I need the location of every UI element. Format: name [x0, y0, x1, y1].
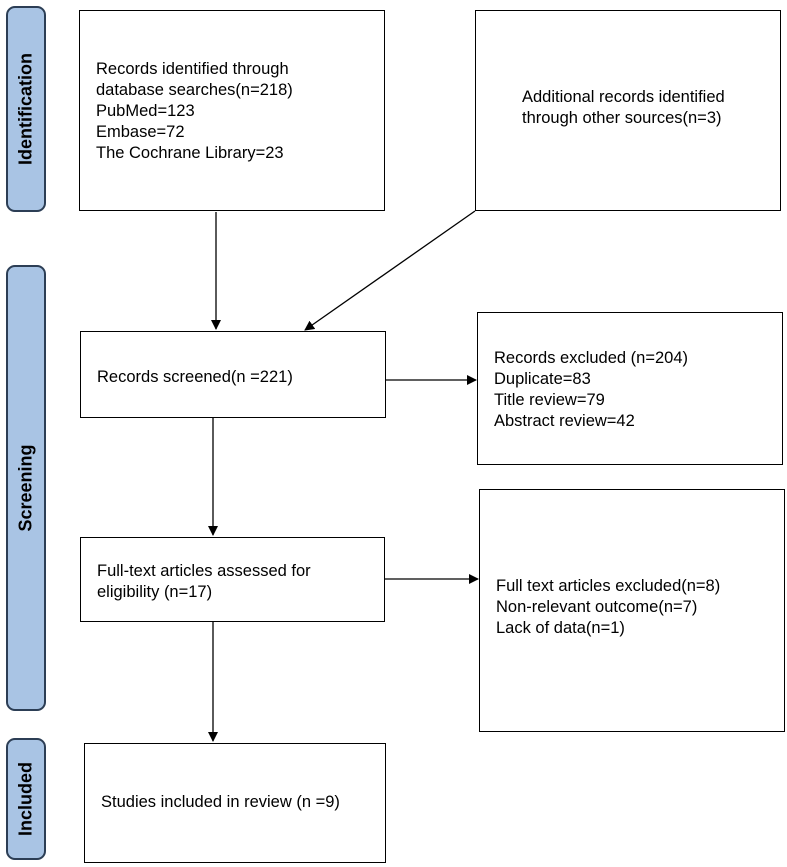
full-text-excluded-box: Full text articles excluded(n=8) Non-rel… — [479, 489, 785, 732]
full-text-assessed-box: Full-text articles assessed for eligibil… — [80, 537, 385, 622]
box-line: Records excluded (n=204) — [494, 349, 688, 367]
box-line: Records identified through — [96, 60, 289, 78]
box-line: database searches(n=218) — [96, 81, 293, 99]
box-line: Non-relevant outcome(n=7) — [496, 598, 698, 616]
phase-screening: Screening — [6, 265, 46, 711]
box-line: Records screened(n =221) — [97, 368, 293, 386]
database-search-box: Records identified through database sear… — [79, 10, 385, 211]
other-sources-box: Additional records identified through ot… — [475, 10, 781, 211]
records-excluded-box: Records excluded (n=204) Duplicate=83 Ti… — [477, 312, 783, 465]
box-line: The Cochrane Library=23 — [96, 144, 284, 162]
box-line: through other sources(n=3) — [522, 109, 722, 127]
box-line: Full-text articles assessed for — [97, 562, 311, 580]
phase-included: Included — [6, 738, 46, 860]
box-line: Duplicate=83 — [494, 370, 591, 388]
phase-identification: Identification — [6, 6, 46, 212]
box-line: Title review=79 — [494, 391, 605, 409]
box-line: PubMed=123 — [96, 102, 195, 120]
box-line: Abstract review=42 — [494, 412, 635, 430]
studies-included-box: Studies included in review (n =9) — [84, 743, 386, 863]
box-line: Embase=72 — [96, 123, 185, 141]
records-screened-box: Records screened(n =221) — [80, 331, 386, 418]
box-line: Lack of data(n=1) — [496, 619, 625, 637]
box-line: Studies included in review (n =9) — [101, 793, 340, 811]
box-line: Full text articles excluded(n=8) — [496, 577, 721, 595]
box-line: eligibility (n=17) — [97, 583, 213, 601]
arrow-other-to-screened — [304, 210, 476, 331]
box-line: Additional records identified — [522, 88, 725, 106]
